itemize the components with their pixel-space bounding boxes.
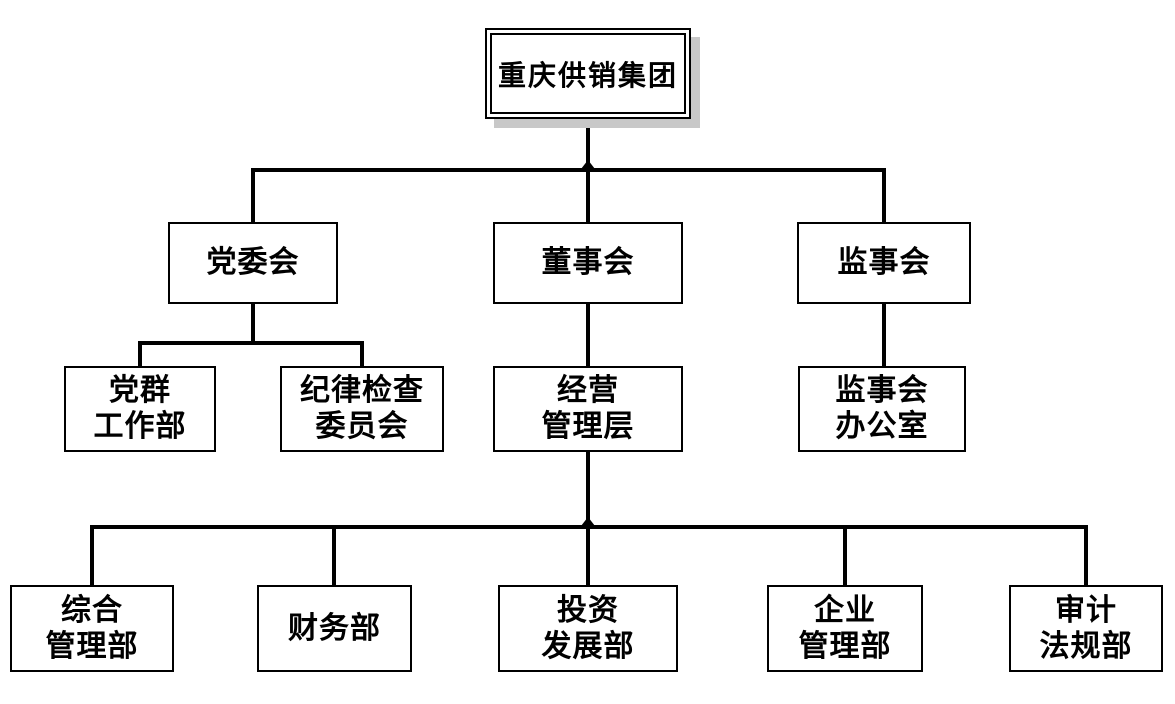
connector-rail-level2 — [251, 168, 886, 172]
org-node-supervisory-board-office: 监事会 办公室 — [798, 366, 966, 452]
connector-drop-supervisory-board — [882, 172, 886, 222]
connector-root-down — [586, 119, 590, 172]
org-node-board-of-directors: 董事会 — [493, 222, 683, 304]
org-node-finance-dept: 财务部 — [257, 585, 412, 672]
org-node-supervisory-board: 监事会 — [797, 222, 971, 304]
connector-drop-board-of-directors — [586, 172, 590, 222]
org-node-audit-legal-dept: 审计 法规部 — [1009, 585, 1163, 672]
org-node-enterprise-management-dept: 企业 管理部 — [767, 585, 923, 672]
connector-board-down — [586, 304, 590, 366]
connector-management-down — [586, 452, 590, 529]
connector-party-committee-down — [251, 304, 255, 341]
org-node-operating-management: 经营 管理层 — [493, 366, 683, 452]
junction-arrow-level2-rail — [581, 160, 595, 169]
org-node-root-label: 重庆供销集团 — [490, 33, 686, 114]
org-node-root: 重庆供销集团 — [485, 28, 691, 119]
org-node-investment-development-dept: 投资 发展部 — [498, 585, 678, 672]
connector-rail-party-sub — [138, 341, 364, 345]
connector-drop-party-mass-work-dept — [138, 345, 142, 366]
connector-drop-general-management-dept — [90, 529, 94, 585]
connector-supervisory-down — [882, 304, 886, 366]
junction-arrow-departments-rail — [581, 517, 595, 526]
org-node-party-mass-work-dept: 党群 工作部 — [64, 366, 216, 452]
connector-drop-enterprise-management-dept — [843, 529, 847, 585]
connector-rail-departments — [90, 525, 1088, 529]
org-node-general-management-dept: 综合 管理部 — [10, 585, 174, 672]
connector-drop-discipline-inspection — [360, 345, 364, 366]
connector-drop-investment-development-dept — [586, 529, 590, 585]
org-node-discipline-inspection-committee: 纪律检查 委员会 — [280, 366, 444, 452]
org-node-party-committee: 党委会 — [168, 222, 338, 304]
connector-drop-party-committee — [251, 172, 255, 222]
connector-drop-audit-legal-dept — [1084, 529, 1088, 585]
connector-drop-finance-dept — [332, 529, 336, 585]
